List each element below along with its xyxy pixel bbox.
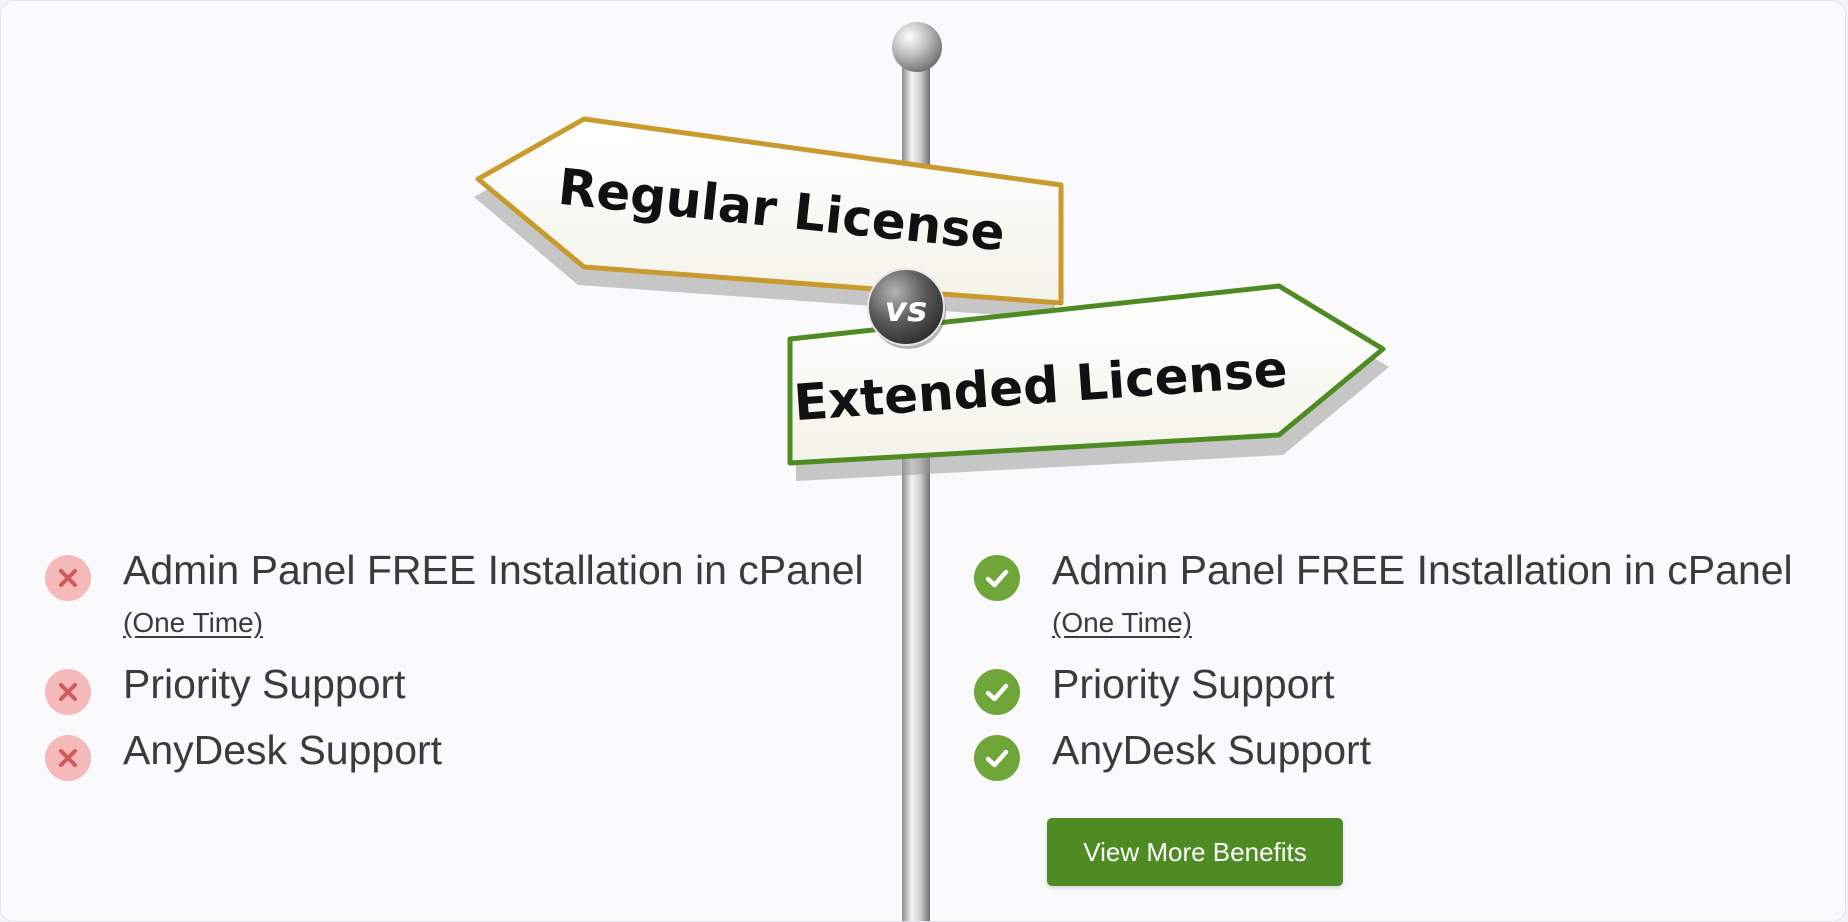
regular-feature-priority-support: Priority Support (45, 660, 885, 715)
feature-label: Admin Panel FREE Installation in cPanel (123, 547, 864, 593)
feature-label: AnyDesk Support (123, 727, 443, 773)
regular-feature-installation: Admin Panel FREE Installation in cPanel … (45, 546, 885, 642)
feature-label: Priority Support (123, 661, 406, 707)
check-icon (974, 555, 1020, 601)
feature-label: AnyDesk Support (1052, 727, 1372, 773)
extended-feature-list: Admin Panel FREE Installation in cPanel … (974, 546, 1834, 792)
cross-icon (45, 735, 91, 781)
cross-icon (45, 669, 91, 715)
regular-feature-anydesk-support: AnyDesk Support (45, 726, 885, 781)
feature-label: Admin Panel FREE Installation in cPanel (1052, 547, 1793, 593)
extended-license-sign: Extended License (787, 283, 1389, 481)
versus-badge-text: VS (885, 290, 927, 330)
versus-badge: VS (867, 268, 946, 349)
regular-license-sign: Regular License (474, 116, 1064, 319)
regular-feature-list: Admin Panel FREE Installation in cPanel … (45, 546, 885, 792)
extended-feature-priority-support: Priority Support (974, 660, 1834, 715)
one-time-note: (One Time) (123, 607, 264, 638)
cross-icon (45, 555, 91, 601)
check-icon (974, 669, 1020, 715)
extended-feature-anydesk-support: AnyDesk Support (974, 726, 1834, 781)
one-time-note: (One Time) (1052, 607, 1193, 638)
check-icon (974, 735, 1020, 781)
feature-label: Priority Support (1052, 661, 1335, 707)
view-more-benefits-button[interactable]: View More Benefits (1047, 818, 1343, 886)
extended-feature-installation: Admin Panel FREE Installation in cPanel … (974, 546, 1834, 642)
pole-knob (892, 22, 942, 72)
